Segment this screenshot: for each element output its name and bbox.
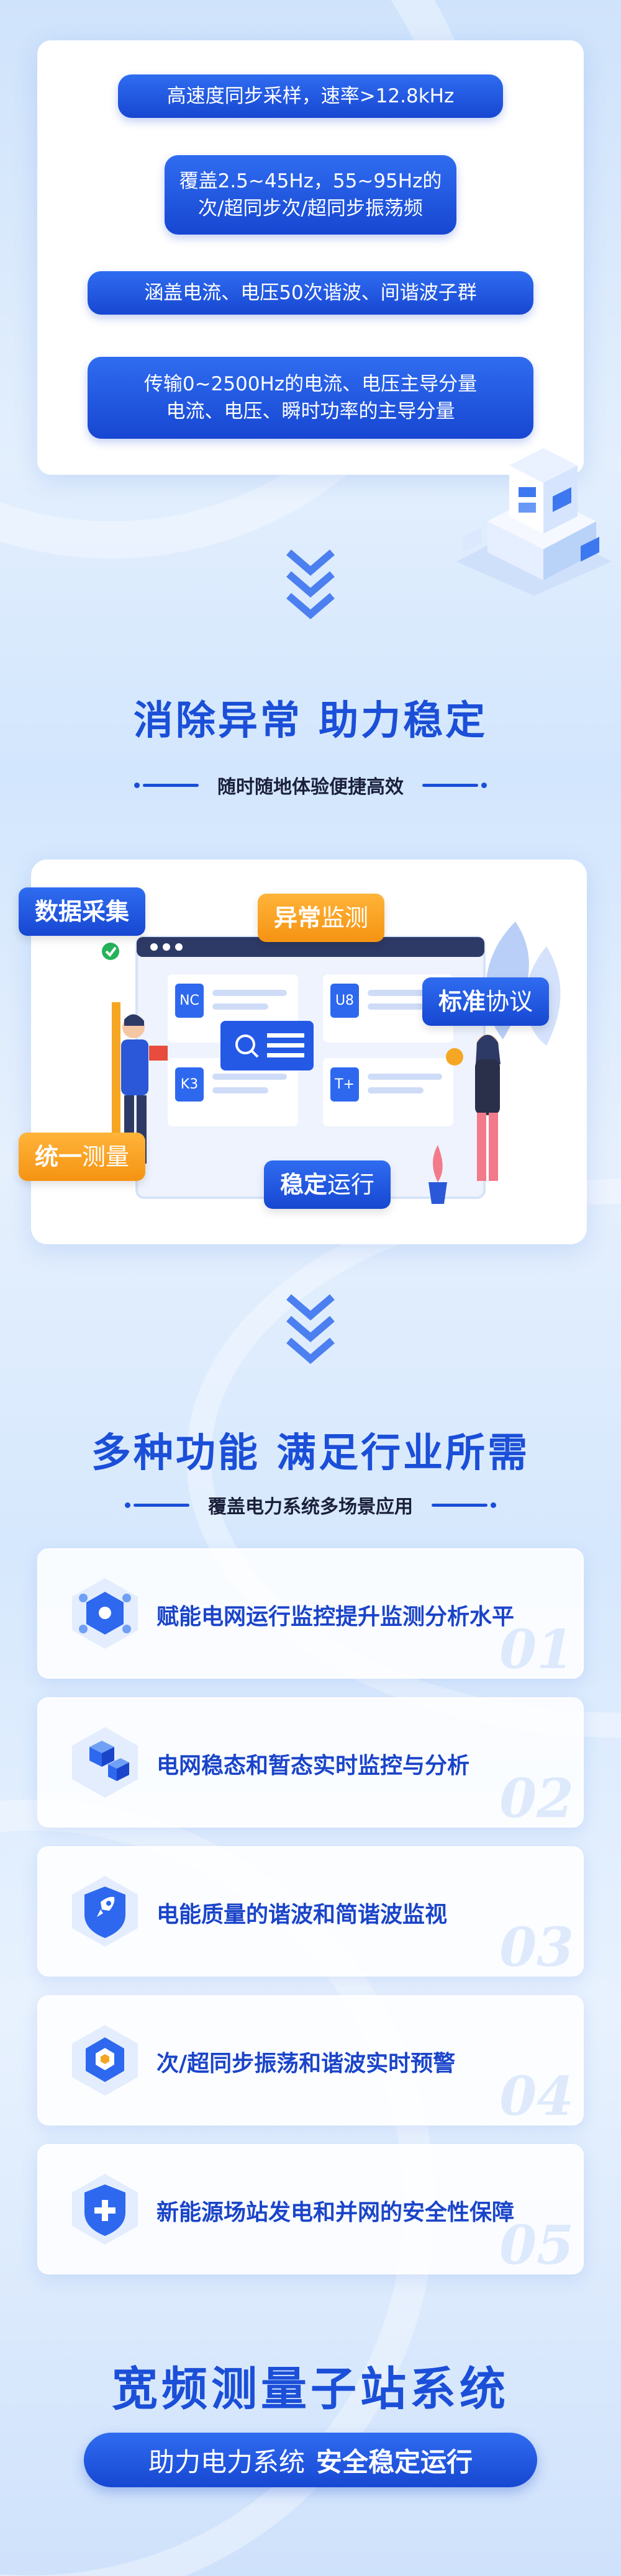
- divider: [422, 782, 487, 788]
- function-item: 次/超同步振荡和谐波实时预警 04: [37, 1995, 584, 2128]
- divider: [432, 1502, 496, 1508]
- function-item: 赋能电网运行监控提升监测分析水平 01: [37, 1548, 584, 1681]
- tag-unified-measure: 统一测量: [19, 1133, 146, 1181]
- feature-card: 高速度同步采样，速率>12.8kHz 覆盖2.5~45Hz，55~95Hz的 次…: [37, 40, 584, 475]
- feature-text: 覆盖2.5~45Hz，55~95Hz的: [179, 170, 442, 192]
- isometric-server-illustration: [456, 448, 612, 596]
- feature-pill: 传输0~2500Hz的电流、电压主导分量 电流、电压、瞬时功率的主导分量: [88, 357, 533, 439]
- feature-pill: 覆盖2.5~45Hz，55~95Hz的 次/超同步次/超同步振荡频: [165, 155, 456, 235]
- network-cube-icon: [72, 1578, 138, 1649]
- function-number: 05: [499, 2214, 574, 2277]
- feature-text: 电流、电压、瞬时功率的主导分量: [166, 400, 455, 423]
- tag-standard-protocol: 标准协议: [422, 977, 550, 1026]
- screen-label: NC: [179, 993, 199, 1008]
- function-text: 赋能电网运行监控提升监测分析水平: [156, 1604, 515, 1630]
- tag-data-collect: 数据采集: [19, 887, 146, 936]
- footer-slogan: 助力电力系统 安全稳定运行: [84, 2433, 537, 2487]
- feature-pill: 涵盖电流、电压50次谐波、间谐波子群: [88, 271, 533, 315]
- blocks-icon: [72, 1727, 138, 1798]
- feature-text: 次/超同步次/超同步振荡频: [198, 197, 423, 220]
- tag-abnormal-monitor: 异常监测: [258, 894, 385, 942]
- chevron-down-icon: [286, 1294, 335, 1364]
- function-text: 电能质量的谐波和简谐波监视: [156, 1902, 448, 1928]
- function-number: 04: [499, 2065, 574, 2128]
- function-number: 01: [499, 1618, 574, 1681]
- rocket-shield-icon: [72, 1876, 138, 1947]
- section-title: 多种功能 满足行业所需: [91, 1430, 530, 1476]
- feature-text: 涵盖电流、电压50次谐波、间谐波子群: [144, 282, 477, 304]
- subtitle-text: 随时随地体验便捷高效: [217, 776, 404, 798]
- function-text: 次/超同步振荡和谐波实时预警: [156, 2051, 456, 2076]
- screen-label: T+: [335, 1077, 355, 1092]
- section-title: 消除异常 助力稳定: [133, 698, 488, 744]
- function-number: 02: [499, 1767, 574, 1830]
- feature-text: 传输0~2500Hz的电流、电压主导分量: [143, 373, 478, 395]
- divider: [134, 782, 199, 788]
- hexagon-box-icon: [72, 2025, 138, 2096]
- screen-label: U8: [335, 993, 355, 1008]
- function-number: 03: [499, 1916, 574, 1979]
- footer-title: 宽频测量子站系统: [112, 2363, 509, 2416]
- function-text: 新能源场站发电和并网的安全性保障: [156, 2200, 515, 2225]
- illustration-card: NC U8 K3 T+ 数据采集 异常监测 标准协议 统一测量 稳定运行: [19, 859, 587, 1244]
- feature-text: 高速度同步采样，速率>12.8kHz: [166, 85, 455, 107]
- screen-label: K3: [180, 1077, 199, 1092]
- function-item: 新能源场站发电和并网的安全性保障 05: [37, 2144, 584, 2277]
- feature-pill: 高速度同步采样，速率>12.8kHz: [118, 74, 503, 118]
- function-text: 电网稳态和暂态实时监控与分析: [156, 1753, 470, 1779]
- subtitle-text: 覆盖电力系统多场景应用: [208, 1496, 413, 1518]
- tag-stable-operation: 稳定运行: [264, 1160, 391, 1209]
- slogan-bold: 安全稳定运行: [316, 2446, 473, 2477]
- function-item: 电网稳态和暂态实时监控与分析 02: [37, 1697, 584, 1830]
- section-subtitle: 随时随地体验便捷高效: [0, 773, 621, 798]
- slogan-normal: 助力电力系统: [148, 2446, 305, 2477]
- chevron-down-icon: [286, 549, 335, 619]
- divider: [125, 1502, 189, 1508]
- shield-plus-icon: [72, 2174, 138, 2245]
- function-item: 电能质量的谐波和简谐波监视 03: [37, 1846, 584, 1979]
- section-subtitle: 覆盖电力系统多场景应用: [0, 1492, 621, 1518]
